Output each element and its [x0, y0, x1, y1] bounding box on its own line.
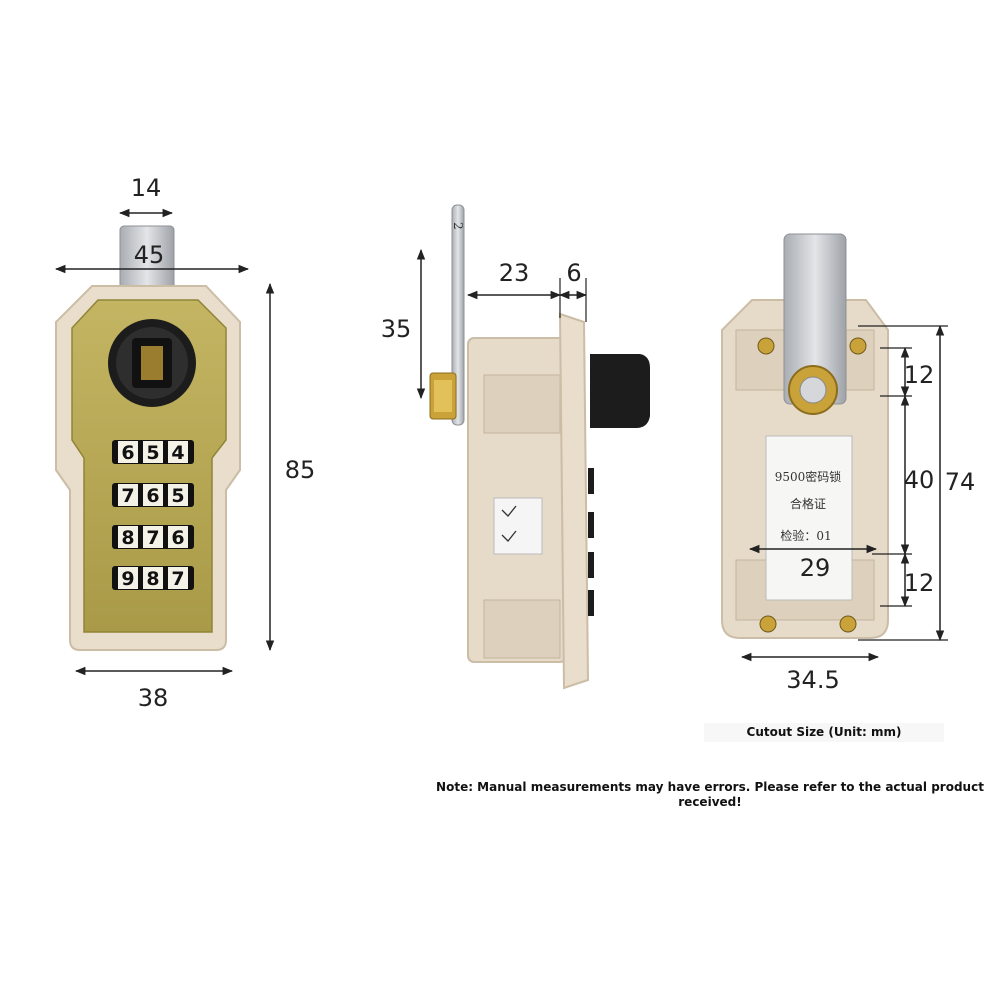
- wheel-digit-bg: [168, 567, 188, 589]
- wheel-digit-bg: [118, 441, 138, 463]
- side-flange: [558, 312, 590, 690]
- wheel-digit[interactable]: 5: [146, 442, 159, 464]
- wheel-digit[interactable]: 6: [121, 442, 134, 464]
- cert-line-3: 检验：01: [780, 528, 831, 543]
- wheel-digit[interactable]: 9: [121, 568, 134, 590]
- wheel-digit-bg: [168, 484, 188, 506]
- measurement-note: Note: Manual measurements may have error…: [436, 780, 984, 809]
- cert-line-1: 9500密码锁: [775, 469, 842, 484]
- wheel-digit-bg: [143, 567, 163, 589]
- side-knob: [590, 354, 650, 428]
- back-dim-74: 74: [945, 468, 976, 496]
- wheel-digit-bg: [143, 484, 163, 506]
- wheel-digit[interactable]: 7: [121, 485, 134, 507]
- side-dim-35: 35: [381, 315, 412, 343]
- side-cam-bar: [451, 204, 465, 426]
- back-dim-29: 29: [800, 554, 831, 582]
- wheel-digit-bg: [168, 441, 188, 463]
- side-dim-23: 23: [499, 259, 530, 287]
- wheel-digit[interactable]: 6: [171, 527, 184, 549]
- back-dim-12-bottom: 12: [904, 569, 935, 597]
- wheel-digit[interactable]: 7: [171, 568, 184, 590]
- front-dim-14: 14: [131, 174, 162, 202]
- wheel-digit[interactable]: 6: [146, 485, 159, 507]
- front-view: [55, 225, 241, 651]
- wheel-digit-bg: [168, 526, 188, 548]
- front-dim-38: 38: [138, 684, 169, 712]
- side-view: 2: [429, 204, 650, 690]
- front-dim-85: 85: [285, 456, 316, 484]
- back-dim-12-top: 12: [904, 361, 935, 389]
- front-dim-45: 45: [134, 241, 165, 269]
- wheel-digit[interactable]: 8: [146, 568, 159, 590]
- back-dim-40: 40: [904, 466, 935, 494]
- wheel-digit[interactable]: 7: [146, 527, 159, 549]
- wheel-digit-bg: [143, 526, 163, 548]
- wheel-digit-bg: [118, 567, 138, 589]
- wheel-digit[interactable]: 4: [171, 442, 184, 464]
- back-certificate: [765, 435, 853, 601]
- wheel-digit[interactable]: 8: [121, 527, 134, 549]
- back-view: 9500密码锁 合格证 检验：01: [721, 233, 889, 639]
- cert-line-2: 合格证: [790, 496, 826, 511]
- cutout-caption: Cutout Size (Unit: mm): [704, 723, 944, 742]
- side-dim-6: 6: [566, 259, 581, 287]
- wheel-digit[interactable]: 5: [171, 485, 184, 507]
- wheel-digit-bg: [143, 441, 163, 463]
- wheel-digit-bg: [118, 484, 138, 506]
- back-dim-34-5: 34.5: [786, 666, 839, 694]
- wheel-digit-bg: [118, 526, 138, 548]
- side-cam-mark: 2: [451, 222, 465, 230]
